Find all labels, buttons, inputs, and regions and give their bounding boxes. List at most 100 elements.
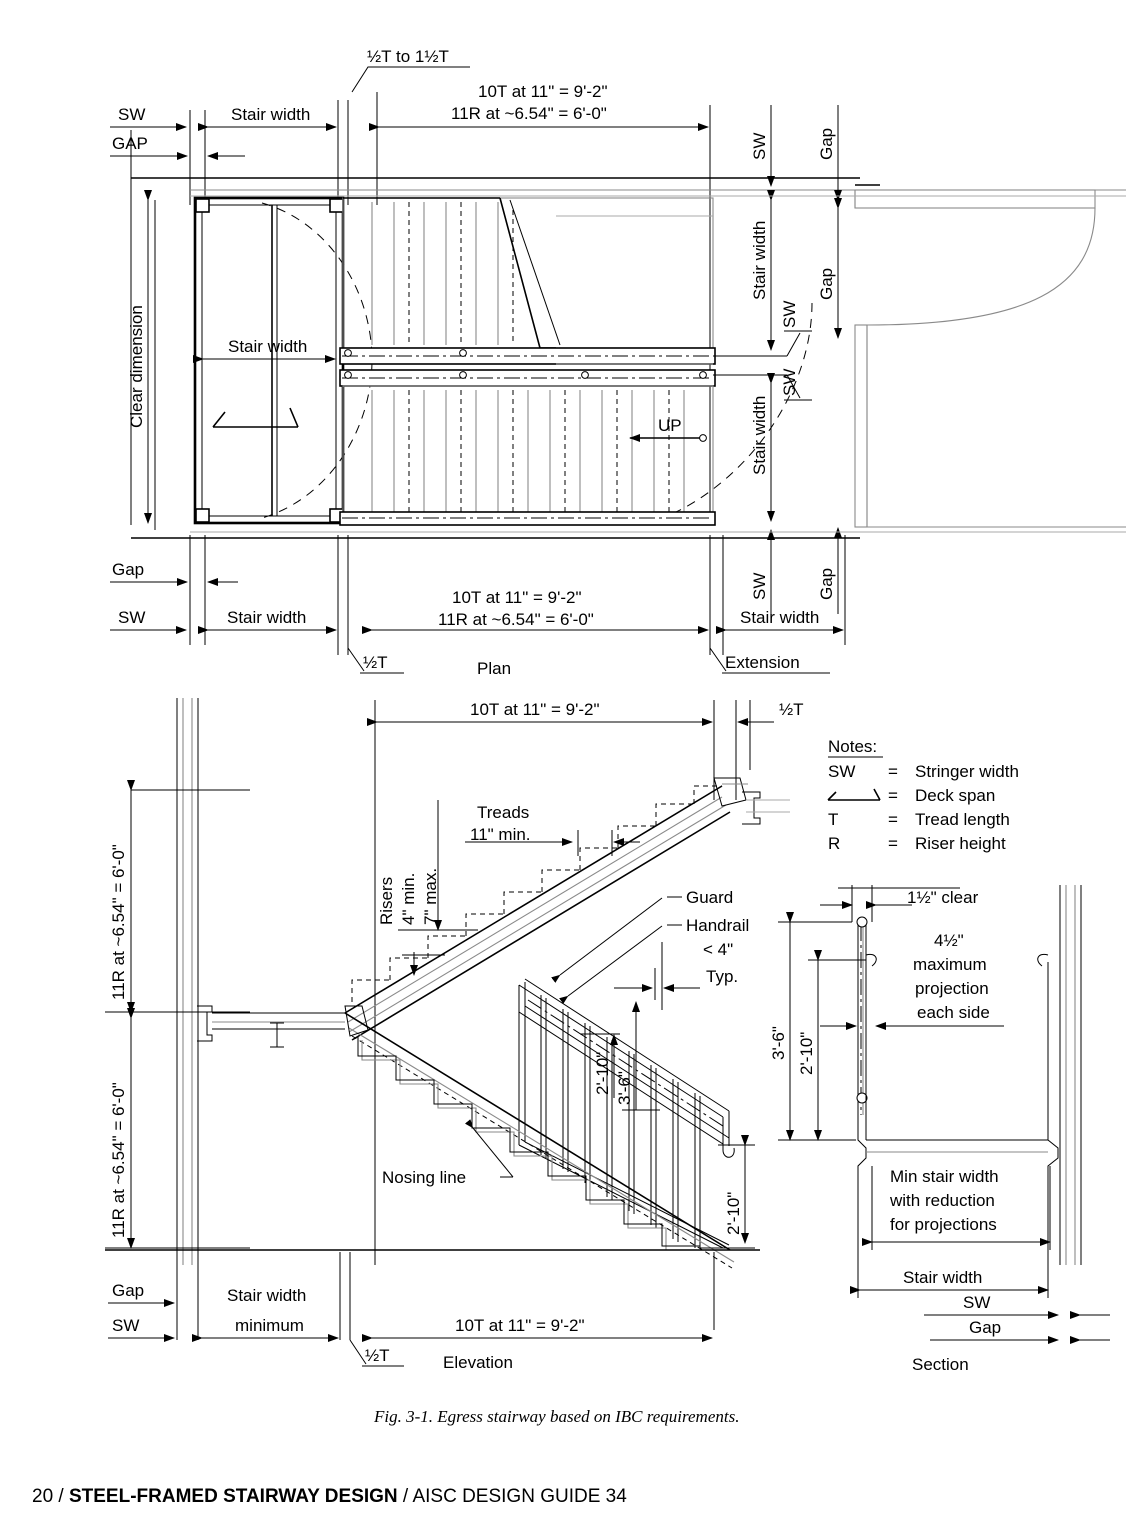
notes-eq-1: = bbox=[888, 786, 898, 805]
plan-upper-flight bbox=[342, 197, 714, 349]
footer-title: STEEL-FRAMED STAIRWAY DESIGN bbox=[68, 1486, 398, 1507]
plan-view-label: Plan bbox=[477, 659, 511, 678]
plan-dim-sw-top: SW bbox=[110, 105, 187, 131]
plan-leader-sw-upper: SW bbox=[713, 301, 812, 357]
elev-top-witness bbox=[374, 700, 751, 1265]
footer-guide: / AISC DESIGN GUIDE 34 bbox=[397, 1486, 627, 1507]
elev-bottom-witness bbox=[176, 1252, 715, 1340]
plan-halft-note-label: ½T to 1½T bbox=[367, 47, 449, 66]
elev-treads-annotation: Treads 11" min. bbox=[465, 803, 640, 856]
notes-def-2: Tread length bbox=[915, 810, 1010, 829]
elev-dim-rise-lower: 11R at ~6.54" = 6'-0" bbox=[105, 1008, 250, 1249]
plan-stair-width-right-lower-label: Stair width bbox=[750, 396, 769, 475]
elev-lower-flight bbox=[344, 1005, 735, 1269]
elev-guard-leader: Guard bbox=[551, 888, 733, 983]
elev-minimum-label: minimum bbox=[235, 1316, 304, 1335]
plan-dim-gap-right-upper: Gap bbox=[817, 198, 842, 339]
elev-landing-beam bbox=[197, 1005, 345, 1048]
section-minwidth-l2: with reduction bbox=[889, 1191, 995, 1210]
section-maxproj-l1: 4½" bbox=[934, 931, 964, 950]
elev-guard-assembly bbox=[518, 978, 735, 1249]
elev-dim-stairwidth-bottom: Stair width minimum bbox=[192, 1286, 339, 1342]
plan-leader-extension: Extension bbox=[709, 647, 830, 674]
plan-stair-width-top-label: Stair width bbox=[231, 105, 310, 124]
plan-dim-stairwidth-top: Stair width bbox=[198, 105, 337, 131]
plan-run-top-line2: 11R at ~6.54" = 6'-0" bbox=[451, 104, 607, 123]
elev-halft-bottom-label: ½T bbox=[365, 1346, 390, 1365]
elev-risers-label: Risers bbox=[377, 877, 396, 925]
elev-dim-rise-upper: 11R at ~6.54" = 6'-0" bbox=[105, 780, 250, 1013]
elev-handrail-height-right-dim: 2'-10" bbox=[700, 1135, 755, 1249]
plan-extension-label: Extension bbox=[725, 653, 800, 672]
plan-gap-bottomright-label: Gap bbox=[817, 568, 836, 600]
notes-sym-3: R bbox=[828, 834, 840, 853]
plan-dim-gap-topright: Gap bbox=[817, 105, 842, 201]
plan-swing-arc-left bbox=[261, 202, 373, 519]
elev-lt4-label: < 4" bbox=[703, 940, 733, 959]
section-view bbox=[856, 885, 1082, 1265]
section-proj-annotation: 4½" maximum projection each side bbox=[820, 931, 1004, 1030]
elev-handrail-height-label: 2'-10" bbox=[593, 1052, 612, 1095]
notes-def-0: Stringer width bbox=[915, 762, 1019, 781]
section-clear-label: 1½" clear bbox=[907, 888, 979, 907]
elev-leader-halft-bottom: ½T bbox=[349, 1339, 404, 1367]
elev-typ-dim: Typ. bbox=[614, 942, 738, 1010]
plan-dim-sw-bottomright: SW bbox=[750, 529, 775, 614]
plan-dim-clear: Clear dimension bbox=[127, 190, 152, 524]
plan-lower-flight bbox=[339, 385, 716, 526]
section-dim-gap: Gap bbox=[930, 1318, 1110, 1344]
plan-dim-stairwidth-right-upper: Stair width bbox=[750, 190, 775, 351]
notes-sym-0: SW bbox=[828, 762, 855, 781]
elev-halft-top-label: ½T bbox=[779, 700, 804, 719]
plan-swing-arc-right bbox=[623, 302, 813, 525]
section-maxproj-l2: maximum bbox=[913, 955, 987, 974]
section-stair-width-label: Stair width bbox=[903, 1268, 982, 1287]
notes-title: Notes: bbox=[828, 737, 877, 756]
elev-guard-label: Guard bbox=[686, 888, 733, 907]
section-handrail-height-label: 2'-10" bbox=[797, 1032, 816, 1075]
elev-handrail-height-right-label: 2'-10" bbox=[724, 1192, 743, 1235]
elev-upper-flight bbox=[344, 777, 790, 1041]
plan-stair-width-bottomright-label: Stair width bbox=[740, 608, 819, 627]
elev-stair-width-bottom-label: Stair width bbox=[227, 1286, 306, 1305]
plan-dim-sw-topright: SW bbox=[750, 105, 775, 187]
section-dim-sw: SW bbox=[924, 1293, 1110, 1319]
notes-def-1: Deck span bbox=[915, 786, 995, 805]
elev-dim-gap-bottom: Gap bbox=[108, 1281, 175, 1307]
page-footer: 20 / STEEL-FRAMED STAIRWAY DESIGN / AISC… bbox=[32, 1486, 627, 1508]
plan-sw-right-upper-label: Stair width bbox=[750, 221, 769, 300]
plan-note-halft: ½T to 1½T bbox=[351, 47, 470, 93]
deck-span-symbol-landing bbox=[212, 407, 299, 428]
elev-guard-height-dim: 3'-6" bbox=[615, 1001, 660, 1111]
plan-leader-halft: ½T bbox=[347, 647, 404, 674]
plan-run-bottom-line1: 10T at 11" = 9'-2" bbox=[452, 588, 582, 607]
deck-span-icon bbox=[827, 788, 881, 801]
elev-handrail-height-dim: 2'-10" bbox=[580, 1033, 620, 1098]
elev-dim-halft-top: ½T bbox=[737, 700, 804, 726]
section-guard-height-dim: 3'-6" bbox=[769, 912, 856, 1141]
section-minwidth-annotation: Min stair width with reduction for proje… bbox=[862, 1166, 1051, 1250]
plan-dim-run-bottom: 10T at 11" = 9'-2" 11R at ~6.54" = 6'-0" bbox=[362, 588, 709, 634]
elev-gap-bottom-label: Gap bbox=[112, 1281, 144, 1300]
plan-dim-sw-bottom: SW bbox=[110, 608, 187, 634]
elev-treads-label: Treads bbox=[477, 803, 529, 822]
elev-run-bottom-label: 10T at 11" = 9'-2" bbox=[455, 1316, 585, 1335]
plan-run-bottom-line2: 11R at ~6.54" = 6'-0" bbox=[438, 610, 594, 629]
plan-sw-lower-label: SW bbox=[780, 369, 799, 396]
notes-sym-2: T bbox=[828, 810, 838, 829]
elev-handrail-leader: Handrail bbox=[559, 916, 749, 1004]
elev-treads-min-label: 11" min. bbox=[470, 825, 531, 844]
elev-nosing-label: Nosing line bbox=[382, 1168, 466, 1187]
plan-gap-bottom-label: Gap bbox=[112, 560, 144, 579]
section-guard-height-label: 3'-6" bbox=[769, 1026, 788, 1060]
elev-typ-label: Typ. bbox=[706, 967, 738, 986]
plan-sw-top-label: SW bbox=[118, 105, 145, 124]
footer-page-number: 20 / bbox=[32, 1486, 69, 1507]
plan-dim-stairwidth-landing: Stair width bbox=[193, 337, 336, 363]
plan-up-label: UP bbox=[658, 416, 682, 435]
plan-dim-stairwidth-bottomright: Stair width bbox=[716, 608, 844, 634]
plan-dim-gap-bottom: Gap bbox=[110, 560, 238, 586]
figure-caption: Fig. 3-1. Egress stairway based on IBC r… bbox=[373, 1407, 739, 1426]
